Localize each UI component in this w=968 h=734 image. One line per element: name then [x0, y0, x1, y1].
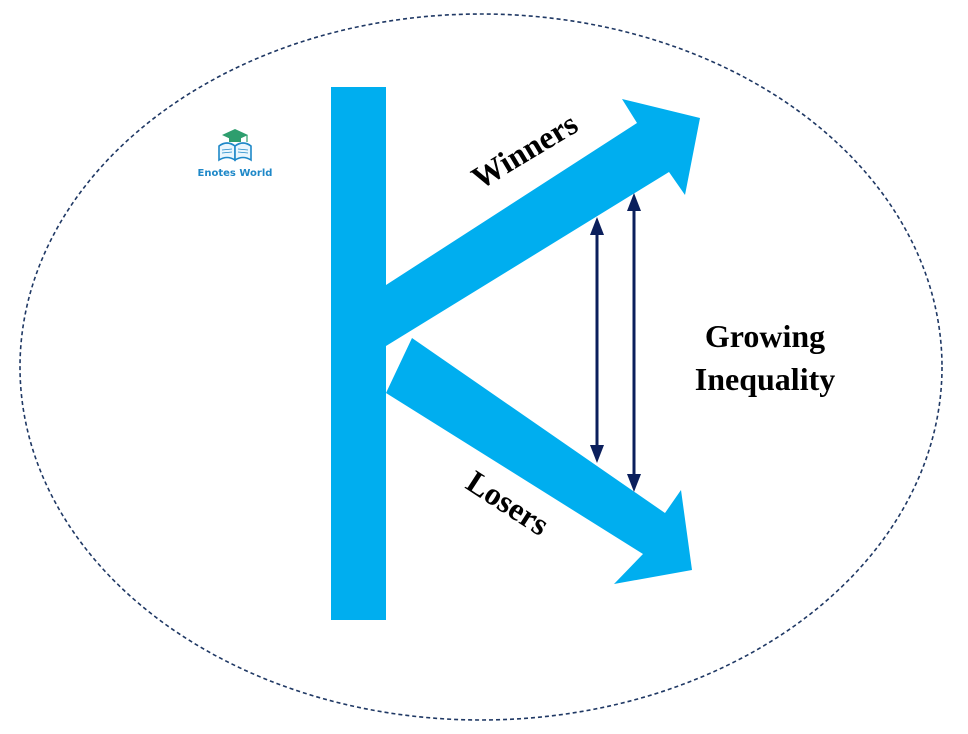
k-vertical-bar	[331, 87, 386, 620]
inequality-gap-arrow-outer	[627, 193, 641, 492]
logo-text: Enotes World	[198, 168, 273, 179]
winners-arrow	[386, 99, 700, 346]
dashed-ellipse-frame	[19, 13, 943, 721]
inequality-gap-arrow-inner	[590, 217, 604, 463]
growing-inequality-line2: Inequality	[695, 361, 835, 397]
graduation-cap-book-icon	[218, 129, 252, 162]
growing-inequality-line1: Growing	[705, 318, 825, 354]
enotes-world-logo: Enotes World	[198, 129, 273, 179]
losers-arrow	[386, 338, 692, 584]
